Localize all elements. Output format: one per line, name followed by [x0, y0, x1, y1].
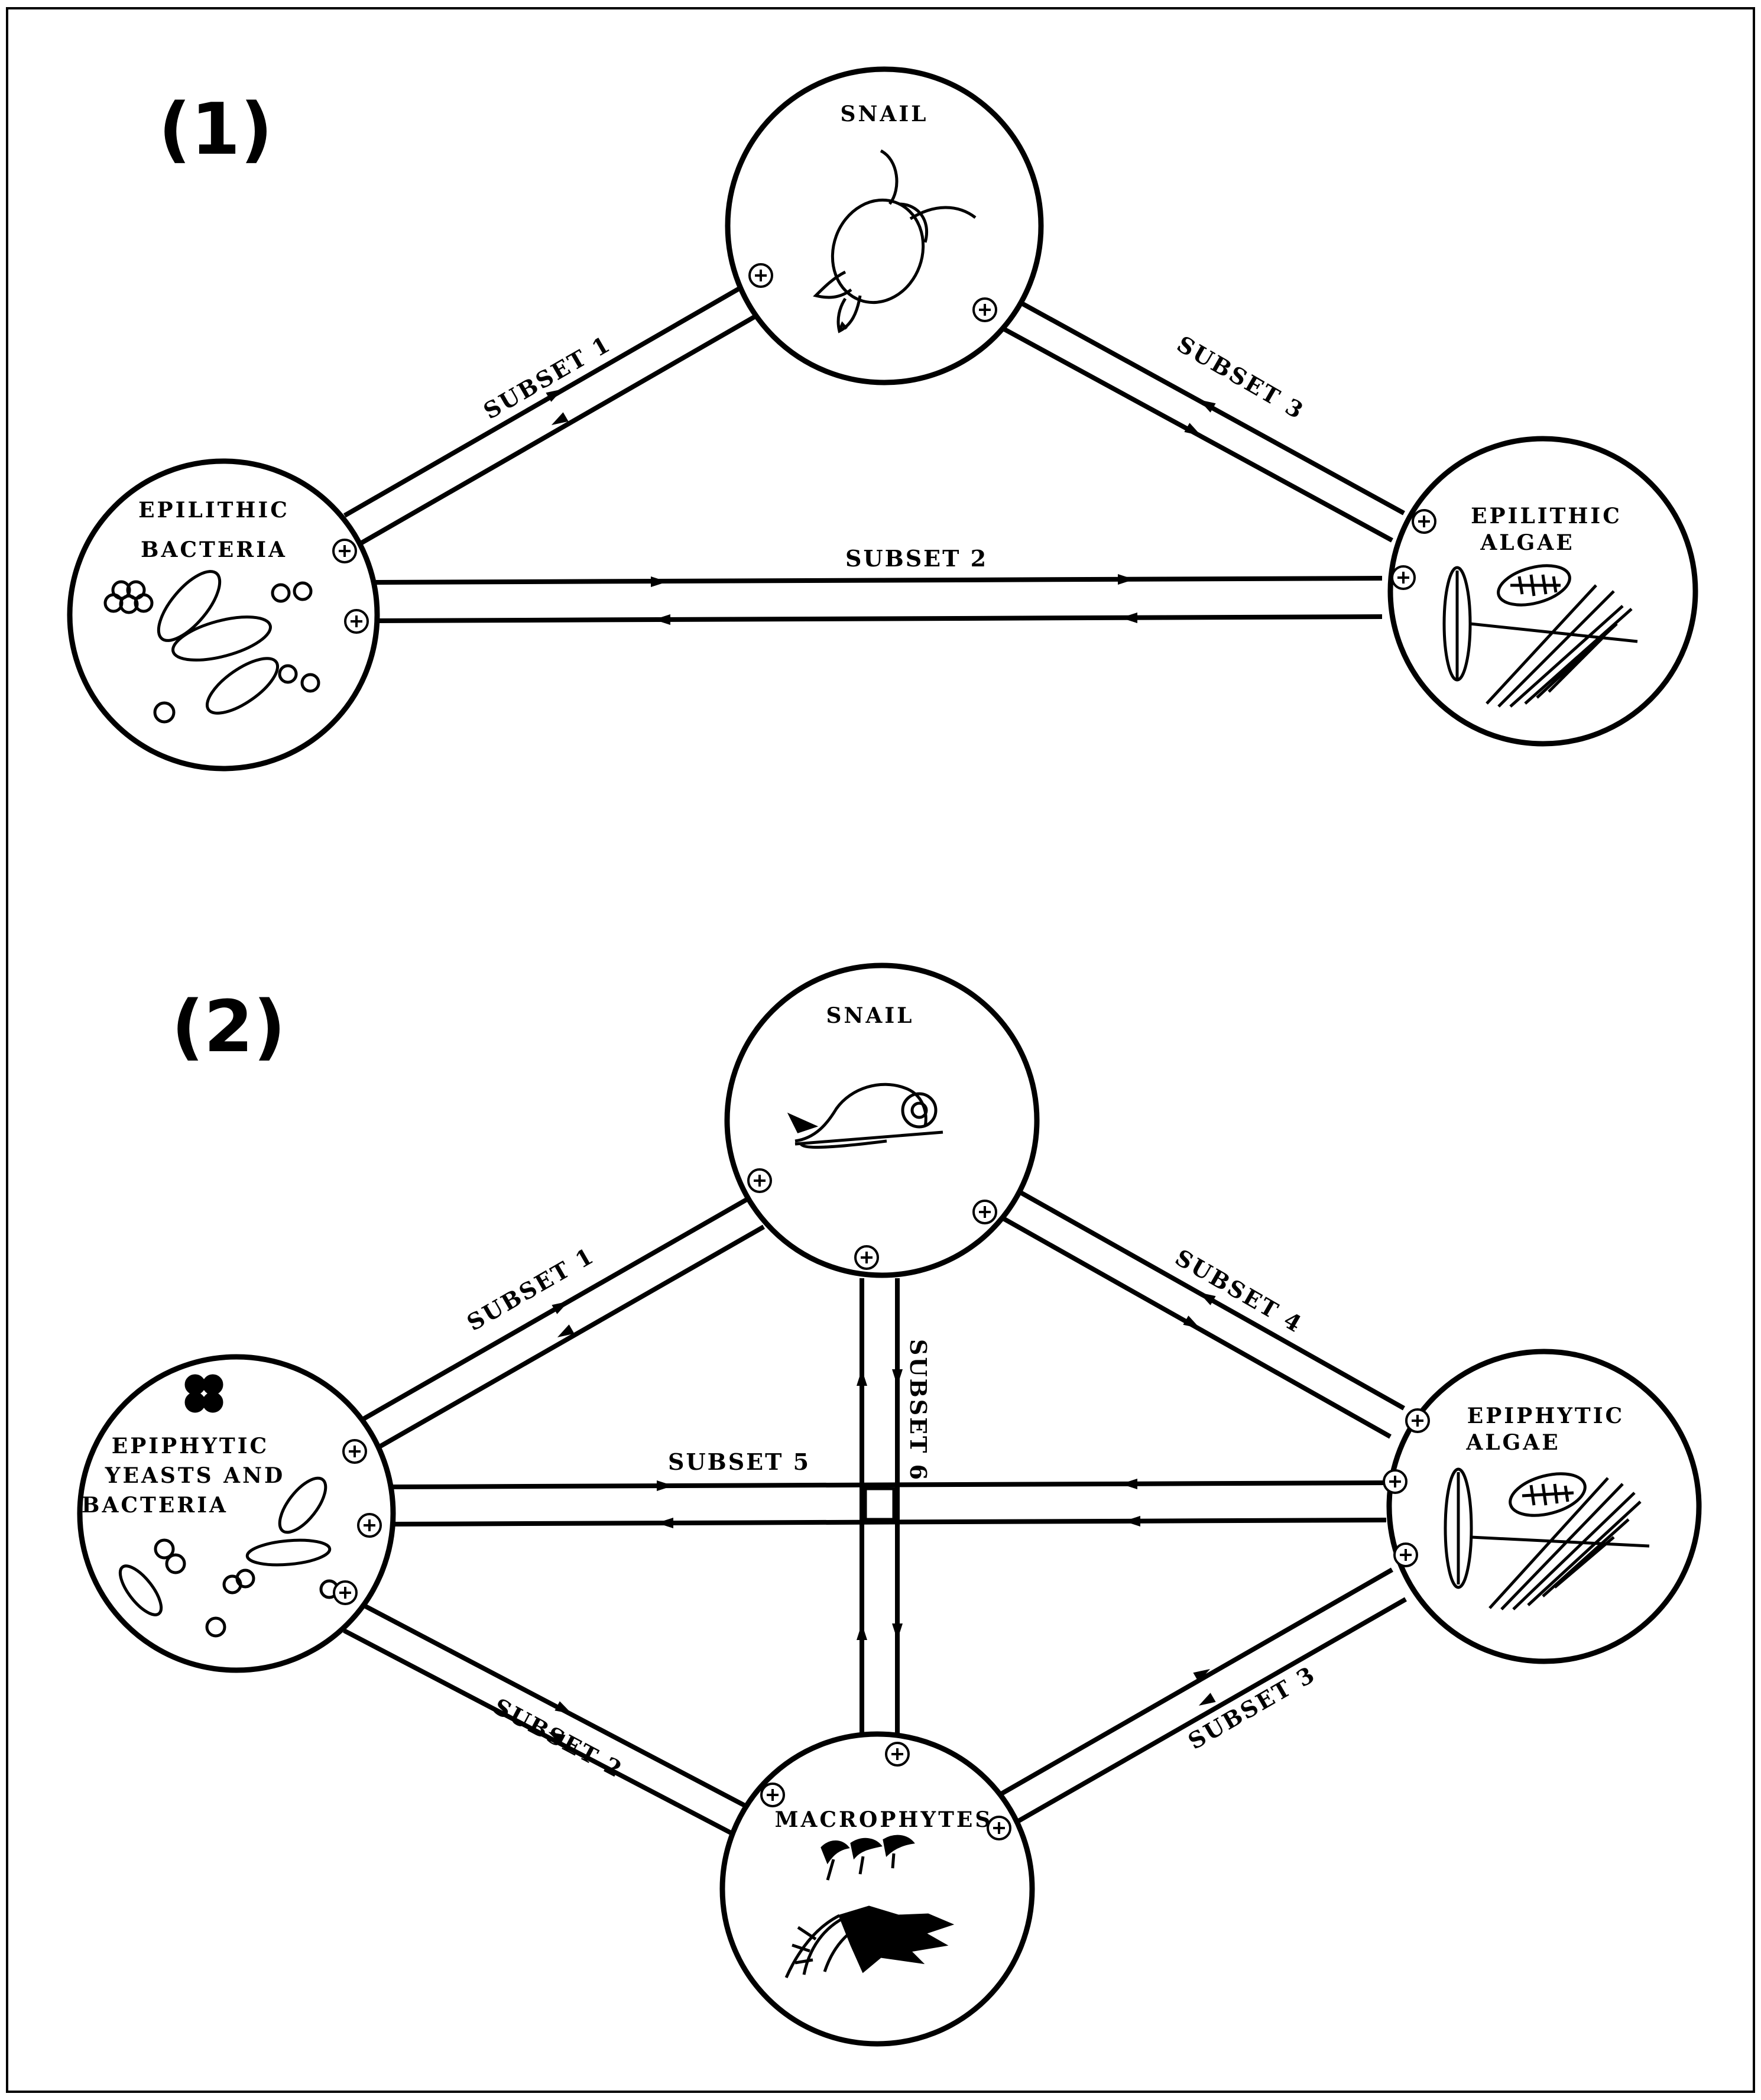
bacteria-label-line-1: EPILITHIC: [138, 498, 290, 523]
macrophyte-plants-icon: [784, 1835, 955, 1979]
macrophytes-circle: [719, 1731, 1035, 2047]
subset-2-bar-top: [375, 576, 1383, 585]
p2-subset-5-arrow-left-3: [1124, 1516, 1140, 1527]
bacteria-cells-icon: [103, 570, 320, 724]
p2-snail-plus-bottom: [854, 1245, 879, 1270]
algae-diatoms-icon: [1442, 564, 1638, 708]
snail-circle: [725, 66, 1044, 385]
p2-subset-6-arrow-up-1: [857, 1369, 867, 1386]
macrophytes-node: MACROPHYTES: [719, 1731, 1035, 2047]
p2-algae-plus-top: [1405, 1408, 1430, 1433]
snail-plus-right: [972, 297, 997, 322]
snail-top-view-icon: [813, 149, 977, 333]
algae-node: EPILITHIC ALGAE: [1387, 436, 1698, 747]
p2-subset-6-arrow-down-1: [892, 1369, 903, 1386]
yeasts-plus-top: [342, 1439, 367, 1464]
p2-algae-diatoms-icon: [1444, 1467, 1650, 1610]
p2-subset-5-bar-bottom: [390, 1518, 1387, 1527]
p2-algae-plus-middle: [1383, 1469, 1407, 1494]
snail-label: SNAIL: [841, 102, 929, 127]
p2-subset-3-bar-bottom: [1005, 1597, 1407, 1830]
p2-subset-2-bar-bottom: [343, 1628, 734, 1836]
p2-subset-6-label: SUBSET 6: [905, 1339, 932, 1482]
macrophytes-plus-left: [760, 1783, 785, 1807]
algae-label-line-1: EPILITHIC: [1471, 504, 1622, 529]
bacteria-node: EPILITHIC BACTERIA: [67, 458, 380, 772]
p2-subset-6-arrow-down-2: [892, 1623, 903, 1640]
p2-snail-plus-right: [972, 1200, 997, 1224]
subset-2-arrow-right-1: [651, 576, 667, 587]
snail-node: SNAIL: [725, 66, 1044, 385]
p2-snail-circle: [724, 962, 1040, 1278]
panel-2: (2): [77, 962, 1702, 2047]
p2-algae-circle: [1386, 1349, 1702, 1664]
macrophytes-label: MACROPHYTES: [775, 1807, 993, 1832]
macrophytes-plus-top: [885, 1742, 910, 1767]
algae-circle: [1387, 436, 1698, 747]
macrophytes-plus-right: [987, 1816, 1011, 1840]
yeasts-node: EPIPHYTIC YEASTS AND BACTERIA: [77, 1354, 396, 1673]
p2-algae-label-line-2: ALGAE: [1465, 1430, 1560, 1455]
algae-label-line-2: ALGAE: [1480, 530, 1574, 555]
snail-plus-left: [748, 263, 773, 288]
algae-plus-bottom: [1391, 565, 1416, 590]
snail-side-view-icon: [787, 1083, 943, 1149]
p2-subset-2-bar-top: [356, 1600, 747, 1809]
panel-1-label: (1): [158, 89, 273, 171]
yeasts-label-line-1: EPIPHYTIC: [112, 1434, 269, 1459]
bacteria-label-line-2: BACTERIA: [141, 537, 287, 562]
bacteria-plus-top: [332, 539, 357, 563]
yeasts-label-line-2: YEASTS AND: [105, 1463, 285, 1488]
p2-subset-5-arrow-right-1: [657, 1480, 673, 1491]
subset-2-bar-bottom: [375, 614, 1383, 623]
p2-subset-1-bar-bottom: [370, 1224, 765, 1454]
p2-algae-label-line-1: EPIPHYTIC: [1467, 1404, 1624, 1428]
p2-subset-5-bar-top: [390, 1480, 1387, 1489]
yeasts-label-line-3: BACTERIA: [82, 1493, 228, 1518]
p2-subset-3-bar-top: [992, 1567, 1393, 1801]
subset-3-label: SUBSET 3: [1173, 330, 1309, 425]
yeasts-circle: [77, 1354, 396, 1673]
subset-2-arrow-left-2: [1121, 612, 1137, 623]
yeasts-bacteria-icon: [118, 1374, 339, 1638]
subset-2-arrow-right-2: [1118, 574, 1134, 585]
figure-border: [6, 7, 1755, 2093]
p2-subset-5-arrow-left-2: [657, 1518, 673, 1528]
yeasts-plus-middle: [357, 1513, 382, 1538]
p2-algae-plus-bottom: [1393, 1542, 1418, 1567]
p2-snail-node: SNAIL: [724, 962, 1040, 1278]
p2-subset-6-arrow-up-2: [857, 1623, 867, 1640]
p2-subset-5-arrow-left-1: [1121, 1479, 1137, 1489]
panel-1: (1) SUBSET 1 SUBSET 2 SUBSET 3: [67, 66, 1698, 772]
subset-1-bar-bottom: [356, 307, 768, 547]
bacteria-circle: [67, 458, 380, 772]
subset-2-arrow-left-1: [654, 614, 670, 625]
p2-subset-5-label: SUBSET 5: [668, 1448, 810, 1475]
panel-1-connections: [343, 278, 1405, 625]
p2-snail-label: SNAIL: [826, 1003, 914, 1028]
p2-snail-plus-left: [747, 1168, 772, 1193]
bacteria-plus-bottom: [344, 609, 369, 634]
p2-subset-crossing: [864, 1487, 896, 1521]
panel-2-label: (2): [171, 986, 286, 1068]
panel-2-connections: [343, 1186, 1407, 1836]
yeasts-plus-bottom: [333, 1580, 358, 1605]
subset-2-label: SUBSET 2: [845, 545, 988, 572]
algae-plus-top: [1412, 509, 1436, 534]
p2-algae-node: EPIPHYTIC ALGAE: [1383, 1349, 1702, 1664]
